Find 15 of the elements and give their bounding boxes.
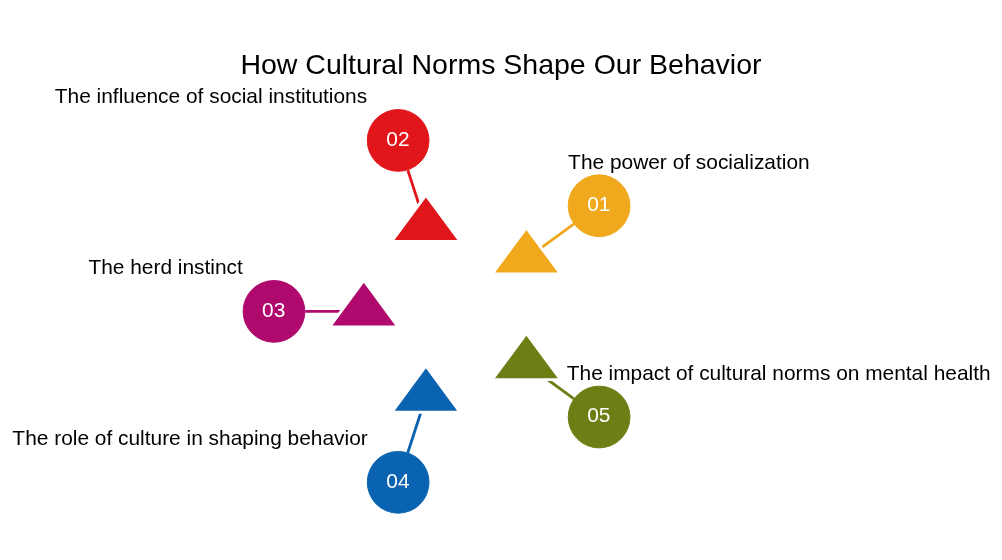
node-circle: 04: [366, 450, 430, 514]
node-circle: 01: [567, 173, 631, 237]
node-label: The impact of cultural norms on mental health: [566, 360, 991, 384]
node-label: The power of socialization: [568, 149, 810, 173]
connector: [305, 309, 341, 313]
node-circle: 05: [567, 385, 631, 448]
node-label: The role of culture in shaping behavior: [12, 425, 368, 449]
node-label: The herd instinct: [88, 254, 243, 278]
connector: [540, 222, 575, 249]
diagram-title: How Cultural Norms Shape Our Behavior: [240, 47, 762, 80]
node-circle: 03: [242, 279, 306, 343]
node-label: The influence of social institutions: [54, 83, 368, 107]
node-circle: 02: [366, 108, 430, 172]
connector: [406, 411, 423, 453]
connector: [406, 169, 421, 205]
